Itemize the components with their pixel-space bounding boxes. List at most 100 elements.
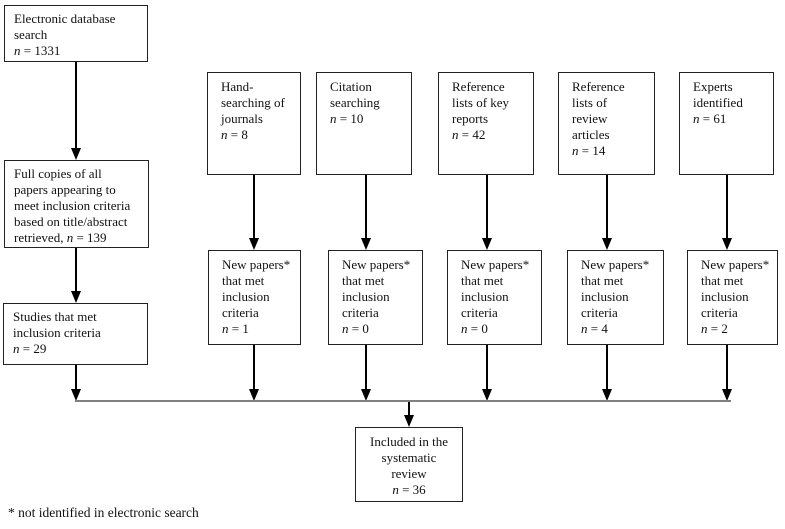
n-symbol: n: [572, 143, 579, 158]
arrowhead-down: [249, 389, 259, 401]
n-value: = 42: [458, 127, 486, 142]
arrowhead-down: [722, 238, 732, 250]
text-line: Included in the: [370, 434, 448, 449]
n-symbol: n: [222, 321, 229, 336]
n-value: = 8: [227, 127, 248, 142]
n-value: = 29: [19, 341, 47, 356]
text-line: papers appearing to: [14, 182, 116, 197]
n-value: = 4: [587, 321, 608, 336]
text-line: Reference: [452, 79, 505, 94]
arrow-line-newexperts-to-merge: [726, 345, 728, 389]
n-symbol: n: [701, 321, 708, 336]
text-line: reports: [452, 111, 489, 126]
arrow-line-refreview-to-new: [606, 175, 608, 238]
n-line: n = 10: [330, 111, 406, 127]
n-value: = 0: [348, 321, 369, 336]
n-symbol: n: [330, 111, 337, 126]
arrow-line-refkey-to-new: [486, 175, 488, 238]
text-line: Full copies of all: [14, 166, 102, 181]
arrowhead-down: [361, 389, 371, 401]
text-line: New papers*: [461, 257, 530, 272]
text-line: Studies that met: [13, 309, 97, 324]
box-new-papers-hand: New papers* that met inclusion criteria …: [208, 250, 301, 345]
arrowhead-down: [404, 415, 414, 427]
text-line: searching of: [221, 95, 285, 110]
n-line: n = 2: [701, 321, 772, 337]
text-line: inclusion: [222, 289, 270, 304]
n-value: = 2: [707, 321, 728, 336]
text-line: review: [391, 466, 427, 481]
arrow-line-newrefkey-to-merge: [486, 345, 488, 389]
text-line: lists of: [572, 95, 608, 110]
box-new-papers-experts: New papers* that met inclusion criteria …: [687, 250, 778, 345]
n-symbol: n: [461, 321, 468, 336]
text-line: search: [14, 27, 48, 42]
box-full-copies: Full copies of all papers appearing to m…: [4, 160, 149, 248]
n-line: n = 8: [221, 127, 295, 143]
box-new-papers-citation: New papers* that met inclusion criteria …: [328, 250, 423, 345]
text-line: based on title/abstract: [14, 214, 128, 229]
box-reference-lists-key-reports: Reference lists of key reports n = 42: [438, 72, 534, 175]
box-citation-searching: Citation searching n = 10: [316, 72, 412, 175]
text-line: New papers*: [701, 257, 770, 272]
arrowhead-down: [722, 389, 732, 401]
n-line: retrieved, n = 139: [14, 230, 143, 246]
text-line: inclusion criteria: [13, 325, 101, 340]
arrow-line-electronic-to-fullcopies: [75, 62, 77, 148]
arrowhead-down: [482, 238, 492, 250]
n-line: n = 14: [572, 143, 649, 159]
n-value: = 0: [467, 321, 488, 336]
footnote: * not identified in electronic search: [8, 505, 199, 520]
n-symbol: n: [392, 482, 399, 497]
n-line: n = 61: [693, 111, 768, 127]
n-symbol: n: [66, 230, 74, 245]
text-line: inclusion: [701, 289, 749, 304]
n-value: = 139: [73, 230, 107, 245]
n-prefix-text: retrieved,: [14, 230, 67, 245]
box-hand-searching: Hand- searching of journals n = 8: [207, 72, 301, 175]
text-line: Citation: [330, 79, 372, 94]
arrow-line-newcitation-to-merge: [365, 345, 367, 389]
text-line: that met: [581, 273, 624, 288]
box-experts-identified: Experts identified n = 61: [679, 72, 774, 175]
text-line: meet inclusion criteria: [14, 198, 131, 213]
arrow-line-hand-to-new: [253, 175, 255, 238]
text-line: review: [572, 111, 608, 126]
n-value: = 14: [578, 143, 606, 158]
text-line: criteria: [701, 305, 738, 320]
text-line: Electronic database: [14, 11, 116, 26]
text-line: inclusion: [461, 289, 509, 304]
arrowhead-down: [249, 238, 259, 250]
text-line: journals: [221, 111, 263, 126]
n-symbol: n: [221, 127, 228, 142]
n-symbol: n: [452, 127, 459, 142]
box-new-papers-ref-key: New papers* that met inclusion criteria …: [447, 250, 542, 345]
arrow-line-studies-to-merge: [75, 365, 77, 389]
box-electronic-database-search: Electronic database search n = 1331: [4, 5, 148, 62]
text-line: New papers*: [342, 257, 411, 272]
n-value: = 61: [699, 111, 727, 126]
text-line: that met: [222, 273, 265, 288]
n-line: n = 42: [452, 127, 528, 143]
arrowhead-down: [71, 389, 81, 401]
arrow-line-newhand-to-merge: [253, 345, 255, 389]
text-line: that met: [461, 273, 504, 288]
text-line: inclusion: [342, 289, 390, 304]
text-line: New papers*: [581, 257, 650, 272]
arrowhead-down: [602, 389, 612, 401]
n-line: n = 1: [222, 321, 295, 337]
text-line: systematic: [381, 450, 437, 465]
text-line: criteria: [222, 305, 259, 320]
n-value: = 10: [336, 111, 364, 126]
n-symbol: n: [342, 321, 349, 336]
n-line: n = 36: [356, 482, 462, 498]
text-line: New papers*: [222, 257, 291, 272]
arrow-line-experts-to-new: [726, 175, 728, 238]
text-line: identified: [693, 95, 743, 110]
text-line: Reference: [572, 79, 625, 94]
text-line: that met: [342, 273, 385, 288]
text-line: lists of key: [452, 95, 510, 110]
n-symbol: n: [693, 111, 700, 126]
arrowhead-down: [361, 238, 371, 250]
